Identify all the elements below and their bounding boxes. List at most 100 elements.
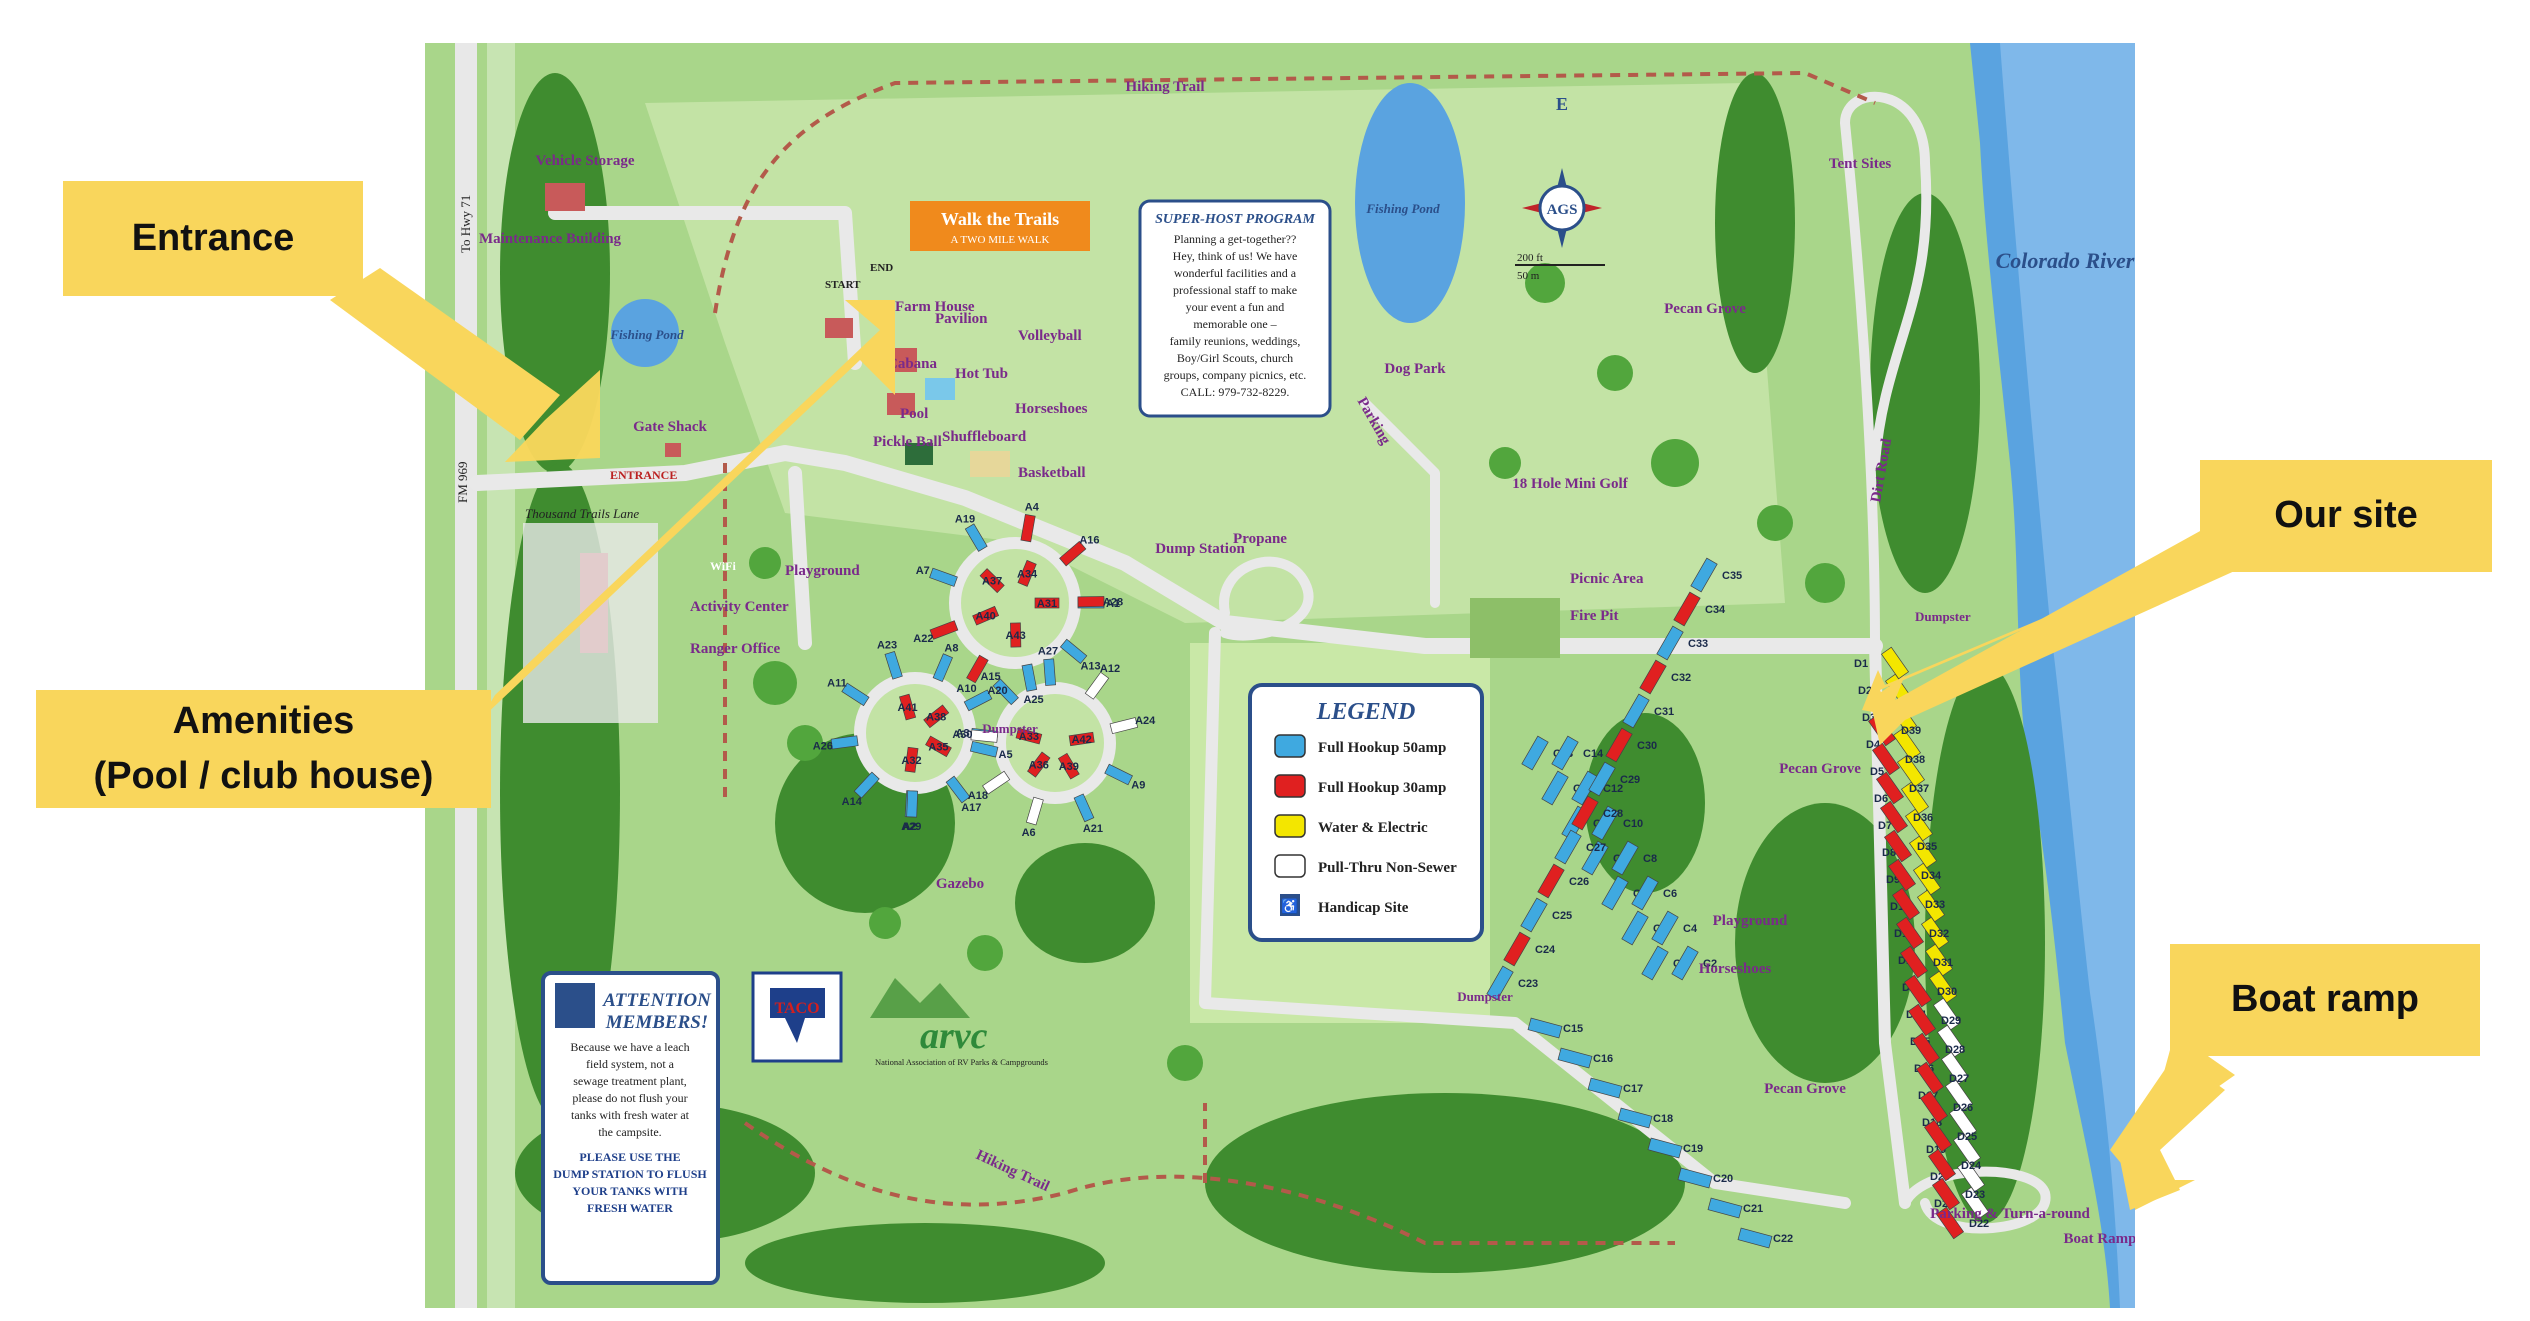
campsite-d-label: D27 <box>1949 1073 1969 1085</box>
label-parking-turnaround: Parking & Turn-a-round <box>1930 1206 2090 1222</box>
campsite-d <box>1891 887 1921 921</box>
campsite-d <box>1903 974 1933 1008</box>
campsite-a <box>884 650 903 680</box>
super-host-line: memorable one – <box>1193 317 1277 331</box>
campsite-a-label: A25 <box>1023 694 1043 706</box>
campsite-a <box>1025 796 1044 826</box>
label-pool: Pool <box>900 406 928 422</box>
wheelchair-glyph: ♿ <box>1281 898 1298 915</box>
campsite-d <box>1927 1148 1957 1182</box>
label-dump-station: Dump Station <box>1155 541 1245 557</box>
label-tent-sites: Tent Sites <box>1829 156 1892 172</box>
label-pickle-ball: Pickle Ball <box>873 434 942 450</box>
a-loop-sites: A1A2A3A4A5A6A7A8A9A10A11A12A13A14A15A16A… <box>813 501 1156 839</box>
campsite-d <box>1928 970 1958 1004</box>
campsite-d <box>1912 862 1942 896</box>
campsite-d-label: D35 <box>1917 841 1937 853</box>
campsite-c-label: C16 <box>1593 1053 1613 1065</box>
arvc-subtitle: National Association of RV Parks & Campg… <box>875 1057 1048 1067</box>
attention-line: sewage treatment plant, <box>573 1074 687 1088</box>
campsite-a-inner-label: A40 <box>976 611 996 623</box>
label-thousand-trails-lane: Thousand Trails Lane <box>525 506 639 521</box>
campsite-a-label: A9 <box>1131 779 1145 791</box>
campsite-d <box>1920 916 1950 950</box>
super-host-box: SUPER-HOST PROGRAM Planning a get-togeth… <box>1138 199 1332 418</box>
campsite-a-label: A2 <box>903 821 917 833</box>
campsite-d <box>1956 1159 1986 1193</box>
taco-logo: TACO <box>751 971 843 1063</box>
campsite-d-label: D23 <box>1965 1189 1985 1201</box>
super-host-line: your event a fun and <box>1186 300 1285 314</box>
campsite-c-label: C32 <box>1671 672 1691 684</box>
campsite-a <box>992 678 1019 706</box>
super-host-line: groups, company picnics, etc. <box>1164 368 1307 382</box>
campsite-c <box>1541 770 1569 806</box>
campsite-d-label: D26 <box>1953 1102 1973 1114</box>
campsite-c <box>1551 735 1579 771</box>
boat-ramp-arrow <box>2120 1050 2225 1210</box>
our-site-callout: Our site <box>2200 460 2492 572</box>
legend-swatch <box>1274 814 1306 838</box>
campsite-c <box>1651 910 1679 946</box>
campsite-a-label: A26 <box>813 740 833 752</box>
label-hot-tub: Hot Tub <box>955 366 1008 382</box>
campsite-a-inner-label: A35 <box>928 741 948 753</box>
campsite-a-inner <box>979 568 1005 594</box>
campsite-a-label: A4 <box>1025 501 1040 513</box>
campsite-a-inner-label: A32 <box>901 755 921 767</box>
campsite-a-label: A20 <box>987 685 1007 697</box>
campsite-a-inner <box>1068 731 1095 747</box>
campsite-c-label: C21 <box>1743 1203 1763 1215</box>
campsite-d-label: D1 <box>1854 658 1868 670</box>
campsite-a-inner-label: A38 <box>926 711 946 723</box>
campsite-a <box>1077 596 1105 608</box>
campsite-a-inner-label: A43 <box>1006 630 1026 642</box>
label-dumpster-d: Dumpster <box>1915 609 1971 624</box>
legend-swatch <box>1274 774 1306 798</box>
campsite-d <box>1900 781 1930 815</box>
legend-title: LEGEND <box>1316 699 1416 725</box>
campsite-c-label: C31 <box>1654 706 1674 718</box>
campsite-a <box>853 771 880 799</box>
label-fm: FM 969 <box>455 461 470 503</box>
campsite-c <box>1737 1227 1773 1249</box>
campsite-a-inner <box>1057 752 1080 780</box>
campsite-a-label: A12 <box>1100 663 1120 675</box>
campsite-d <box>1899 945 1929 979</box>
label-fire-pit: Fire Pit <box>1570 608 1618 624</box>
campsite-c <box>1557 1047 1593 1069</box>
amenities-callout: Amenities (Pool / club house) <box>36 690 491 808</box>
campsite-d-label: D31 <box>1933 957 1953 969</box>
campsite-c-label: C17 <box>1623 1083 1643 1095</box>
campsite-c <box>1707 1197 1743 1219</box>
label-dog-park: Dog Park <box>1384 361 1446 377</box>
attention-line: field system, not a <box>586 1057 675 1071</box>
campsite-d-label: D7 <box>1878 820 1892 832</box>
hiking-trails <box>713 70 1876 1245</box>
campsite-c <box>1605 727 1633 763</box>
campsite-c-label: C34 <box>1705 604 1726 616</box>
campsite-a-inner <box>925 735 952 758</box>
campsite-a <box>945 775 971 804</box>
campsite-a <box>969 740 999 758</box>
campsite-a <box>929 620 959 640</box>
campsite-a <box>1059 638 1088 665</box>
label-pecan-grove-2: Pecan Grove <box>1779 761 1861 777</box>
campsite-d-label: D22 <box>1969 1218 1989 1230</box>
campsite-c-label: C20 <box>1713 1173 1733 1185</box>
campsite-d <box>1924 943 1954 977</box>
campsite-d <box>1944 1078 1974 1112</box>
campsite-c <box>1690 557 1718 593</box>
campsite-a <box>830 735 859 750</box>
campsite-a-inner-label: A37 <box>982 576 1002 588</box>
label-dumpster-a: Dumpster <box>982 721 1038 736</box>
campsite-d-label: D25 <box>1957 1131 1977 1143</box>
campsite-d-label: D33 <box>1925 899 1945 911</box>
campsite-d-label: D28 <box>1945 1044 1965 1056</box>
campsite-c <box>1571 795 1599 831</box>
campsite-c-label: C10 <box>1623 818 1643 830</box>
label-mini-golf: 18 Hole Mini Golf <box>1512 476 1628 492</box>
campsite-c <box>1520 897 1548 933</box>
campsite-d-label: D38 <box>1905 754 1925 766</box>
